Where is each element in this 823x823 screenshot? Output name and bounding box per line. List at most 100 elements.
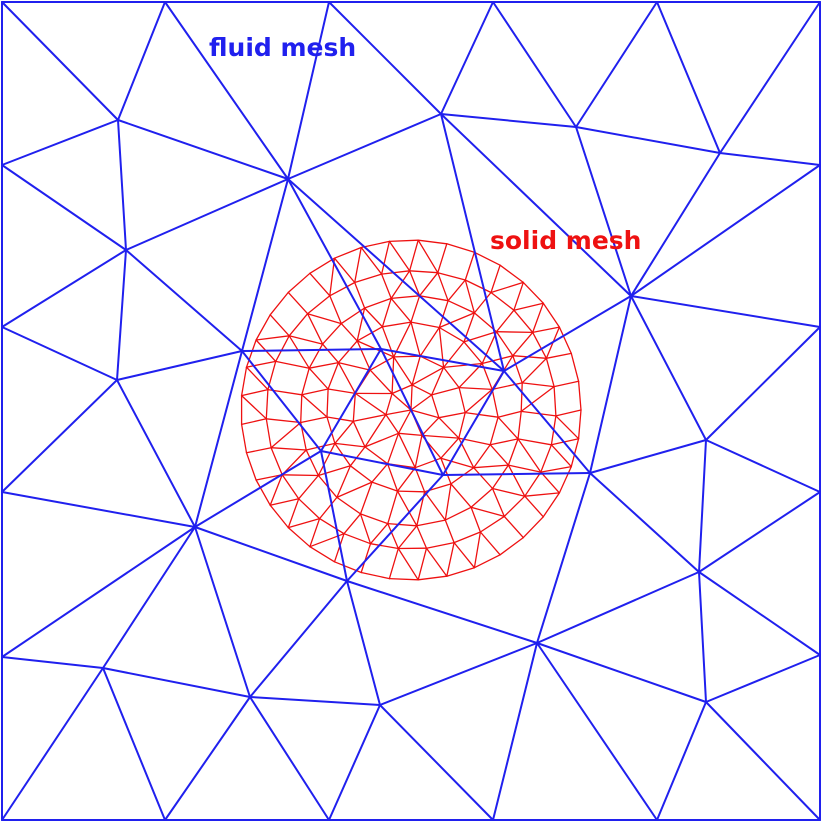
solid-mesh-edge [245,339,257,368]
solid-mesh-edge [255,314,271,341]
solid-mesh-edge [450,483,472,508]
solid-mesh-edge [555,415,580,440]
solid-mesh-edge [458,386,493,391]
solid-mesh-edge [336,465,352,499]
solid-mesh-edge [442,366,460,389]
solid-mesh-edge [396,490,426,493]
fluid-mesh-edge [705,439,821,493]
solid-mesh-edge [490,281,524,294]
solid-mesh-edge [416,525,428,549]
solid-mesh-edge [521,382,555,388]
solid-mesh-edge [447,279,466,302]
solid-mesh-edge [431,394,440,419]
solid-mesh-edge [495,309,515,333]
solid-mesh-edge [349,446,366,467]
solid-mesh-edge [380,270,411,275]
solid-mesh-edge [440,457,475,469]
solid-mesh-edge [352,413,387,422]
solid-mesh-edge [542,492,561,518]
solid-mesh-edge [308,367,329,390]
solid-mesh-edge [414,467,426,493]
solid-mesh-edge [270,421,302,449]
solid-mesh-edge [489,416,499,446]
solid-mesh-edge [490,264,501,294]
solid-mesh-edge [521,357,548,384]
solid-mesh-edge [464,279,476,314]
solid-mesh-edge [423,491,446,521]
solid-mesh-edge [363,297,392,309]
solid-mesh-edge [301,394,328,418]
solid-mesh-edge [387,522,399,550]
solid-mesh-edge [327,388,356,395]
solid-mesh-edge [453,541,476,569]
fluid-mesh-edge [346,580,538,644]
solid-mesh-edge [356,326,384,342]
solid-mesh-edge [431,366,445,396]
solid-mesh-edge [390,270,411,300]
solid-mesh-edge [473,464,510,469]
solid-mesh-edge [387,490,399,525]
solid-mesh-edge [532,326,561,334]
fluid-mesh-edge [575,126,632,297]
solid-mesh-edge [360,571,391,580]
solid-mesh-edge [390,297,412,323]
solid-mesh-edge [298,474,320,500]
solid-mesh-edge [390,295,421,300]
solid-mesh-edge [301,388,329,396]
fluid-mesh-edge [164,1,289,180]
solid-mesh-edge [419,355,445,369]
fluid-mesh-edge [125,178,289,251]
solid-mesh-edge [317,442,336,477]
solid-mesh-edge [437,243,448,274]
solid-mesh-edge [570,352,580,382]
solid-mesh-edge [269,291,289,316]
fluid-mesh-edge [630,295,821,328]
fluid-mesh-edge [1,491,196,528]
solid-mesh-edge [305,442,336,451]
solid-mesh-edge [499,264,524,284]
fluid-mesh-edge [536,571,700,644]
solid-mesh-edge [337,361,356,395]
solid-mesh-edge [391,384,413,395]
solid-mesh-edge [397,432,416,469]
solid-mesh-edge [281,474,300,500]
solid-mesh-edge [520,385,555,413]
solid-mesh-edge [417,239,439,274]
solid-mesh-edge [446,541,455,577]
solid-mesh-edge [410,321,440,329]
solid-mesh-edge [442,362,483,369]
solid-mesh-edge [396,490,418,527]
fluid-mesh-edge [656,701,707,821]
solid-mesh-edge [491,388,499,418]
solid-mesh-edge [387,522,418,527]
solid-mesh-edge [287,517,321,529]
solid-mesh-edge [517,438,553,446]
solid-mesh-edge [464,279,492,294]
solid-mesh-edge [458,386,466,414]
solid-mesh-edge [463,341,483,365]
solid-mesh-edge [281,449,307,476]
solid-mesh-edge [340,322,358,342]
fluid-mesh-edge [1,656,104,669]
solid-mesh-edge [425,547,448,577]
fluid-mesh-edge [287,178,382,350]
solid-mesh-edge [555,409,582,417]
solid-mesh-edge [306,313,324,345]
fluid-mesh-edge [440,1,494,115]
solid-mesh-edge [507,464,526,497]
solid-mesh-edge [306,313,342,325]
solid-mesh-edge [288,335,310,369]
solid-mesh-edge [309,517,321,548]
solid-mesh-edge [438,326,465,343]
fluid-mesh-edge [379,642,538,706]
solid-mesh-edge [558,465,572,494]
solid-mesh-edge [470,506,482,533]
solid-mesh-edge [522,281,544,304]
fluid-mesh-edge [164,696,251,821]
solid-mesh-edge [245,360,277,368]
fluid-mesh-edge [440,113,632,297]
solid-mesh-edge [540,465,572,473]
solid-mesh-edge [512,355,523,384]
fluid-mesh-edge [440,113,505,372]
